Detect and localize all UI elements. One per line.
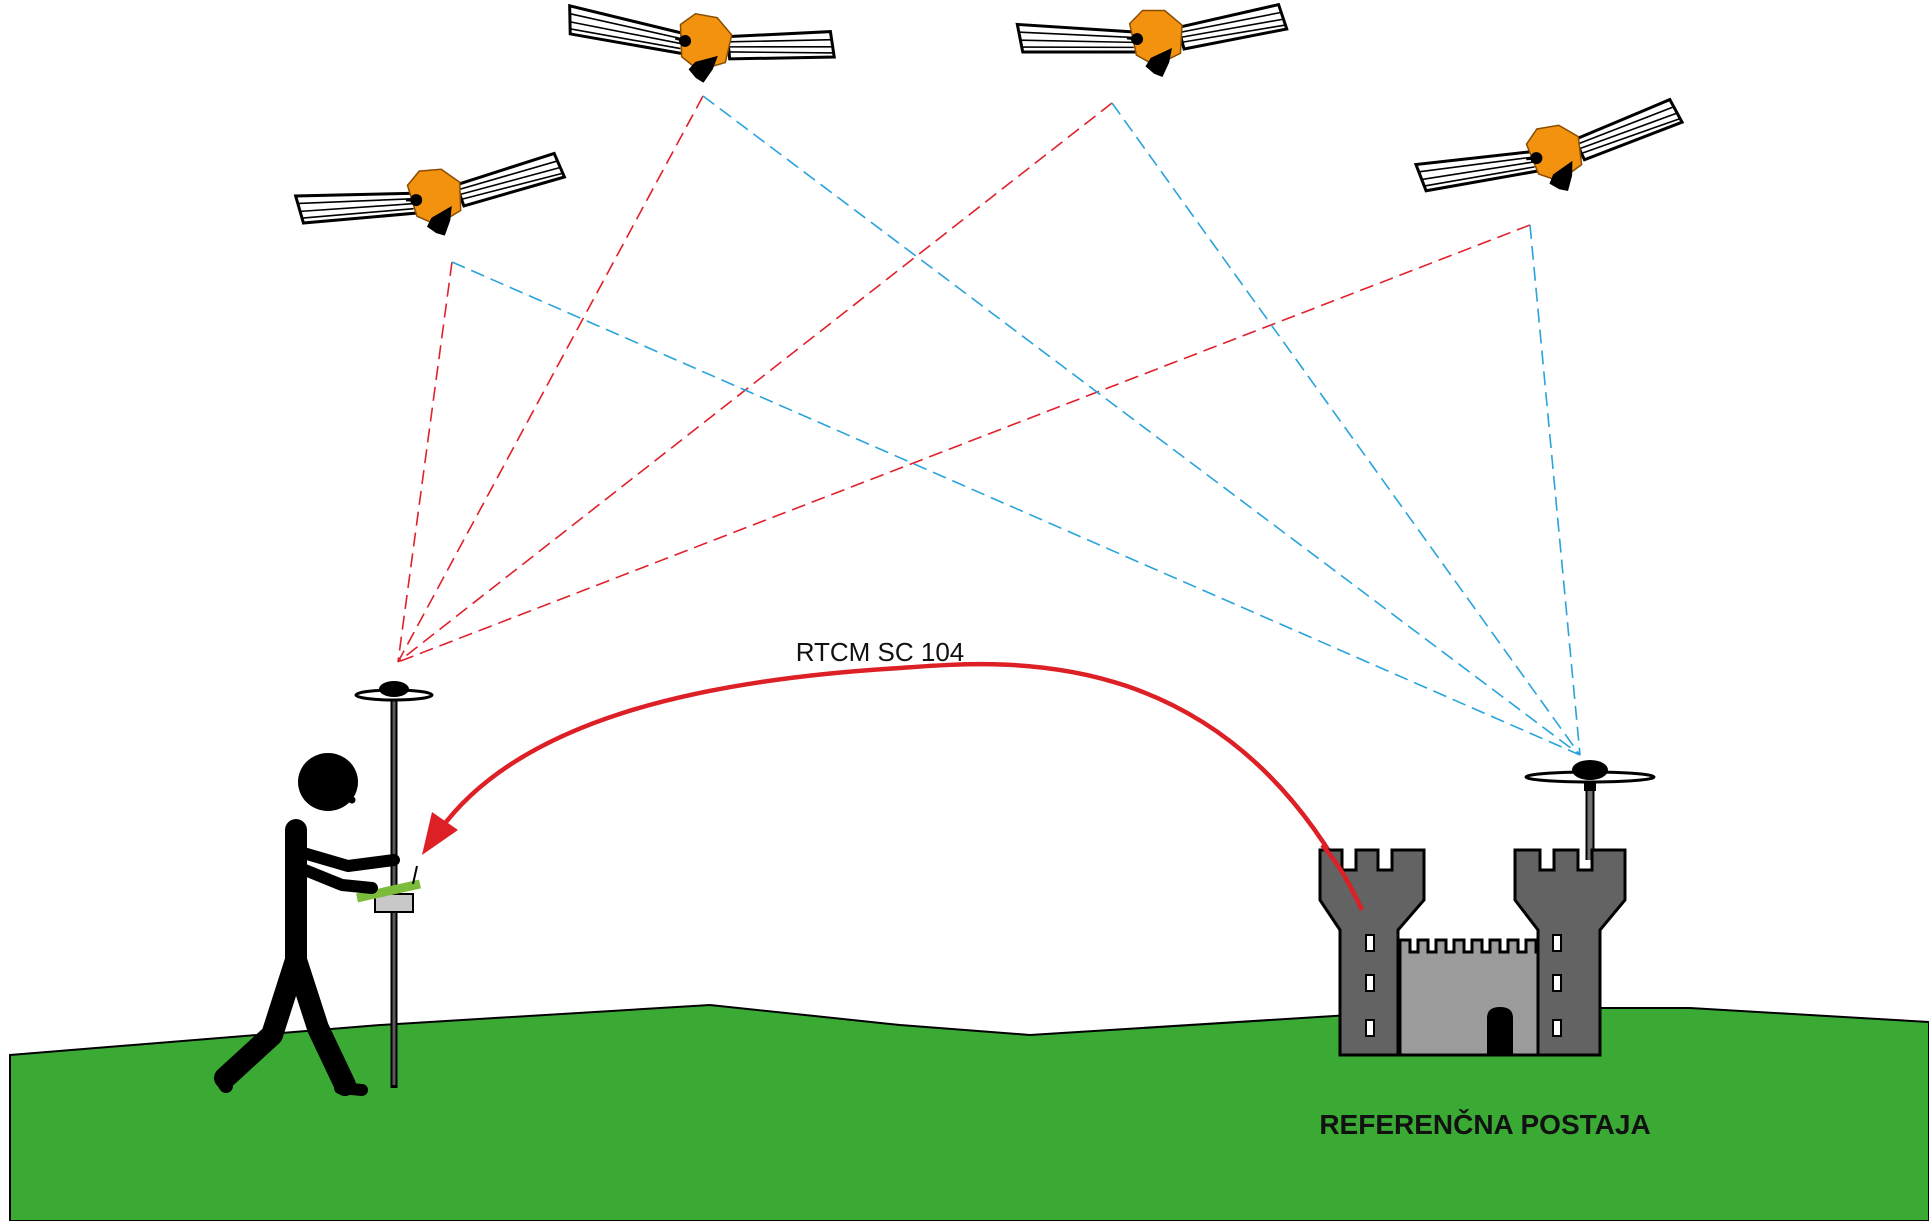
castle-wall (1398, 938, 1547, 1057)
gnss-antenna-icon (354, 681, 434, 702)
castle-tower-left (1318, 848, 1426, 1057)
tower-windows (1552, 934, 1562, 1037)
arrowhead (422, 812, 458, 855)
rover-signal-lines (397, 95, 1531, 663)
person-icon (214, 753, 400, 1096)
base-signal-lines (451, 95, 1581, 756)
base-signal-line (702, 95, 1581, 756)
castle-icon (1318, 848, 1627, 1057)
base-signal-line (451, 261, 1581, 756)
rover-signal-line (397, 261, 453, 663)
rover-signal-line (397, 95, 704, 663)
correction-link-arrow (438, 661, 1365, 911)
tower-windows (1365, 934, 1375, 1037)
station-label: REFERENČNA POSTAJA (1319, 1108, 1650, 1140)
satellite-icon (293, 144, 573, 262)
satellite-icon (1015, 0, 1292, 91)
rover-signal-line (397, 102, 1113, 663)
rover-signal-line (397, 224, 1531, 663)
base-signal-line (1111, 102, 1581, 756)
correction-link-start (1320, 843, 1365, 911)
gnss-antenna-icon (1524, 760, 1656, 791)
rover-controller (356, 865, 421, 913)
link-label: RTCM SC 104 (796, 637, 965, 667)
satellite-icon (562, 1, 839, 96)
castle-tower-right (1513, 848, 1627, 1057)
satellite-icon (1413, 90, 1694, 229)
castle-door (1487, 1007, 1513, 1055)
base-signal-line (1529, 224, 1581, 756)
